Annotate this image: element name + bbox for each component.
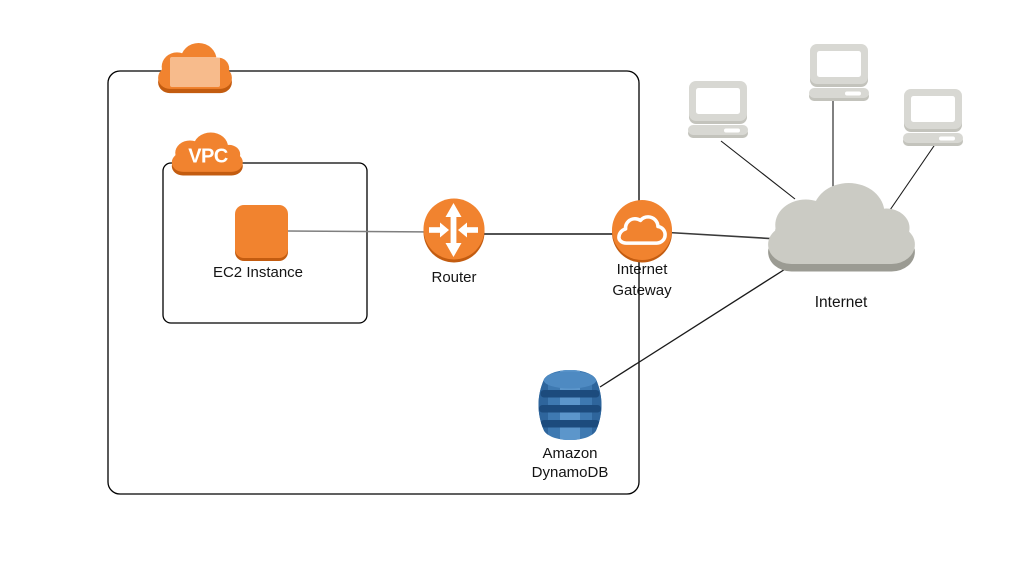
connection-laptop3-internet bbox=[889, 142, 937, 211]
internet-gateway-label: Internet Gateway bbox=[612, 261, 672, 299]
internet-gateway-icon bbox=[612, 200, 672, 263]
connection-dynamodb-internet bbox=[599, 265, 791, 388]
internet-label: Internet bbox=[814, 294, 868, 311]
vpc-label: VPC bbox=[188, 145, 228, 168]
laptop-icon bbox=[809, 44, 869, 101]
connection-gateway-internet bbox=[659, 231, 779, 240]
vpc-boundary bbox=[162, 162, 368, 324]
dynamodb-label: Amazon DynamoDB bbox=[531, 445, 609, 481]
laptop-icon bbox=[903, 89, 963, 146]
internet-cloud-icon bbox=[768, 183, 915, 272]
aws-cloud-highlight-overlay bbox=[170, 57, 220, 87]
connection-ec2-router bbox=[286, 230, 441, 233]
router-label: Router bbox=[431, 269, 477, 286]
dynamodb-icon bbox=[538, 370, 602, 440]
ec2-label: EC2 Instance bbox=[212, 264, 304, 281]
laptop-icon bbox=[688, 81, 748, 138]
connection-laptop1-internet bbox=[720, 140, 796, 200]
aws-cloud-icon bbox=[158, 43, 232, 94]
ec2-instance-icon bbox=[235, 205, 288, 261]
router-icon bbox=[423, 198, 485, 263]
connection-lines bbox=[286, 101, 937, 388]
aws-cloud-boundary bbox=[107, 70, 640, 495]
